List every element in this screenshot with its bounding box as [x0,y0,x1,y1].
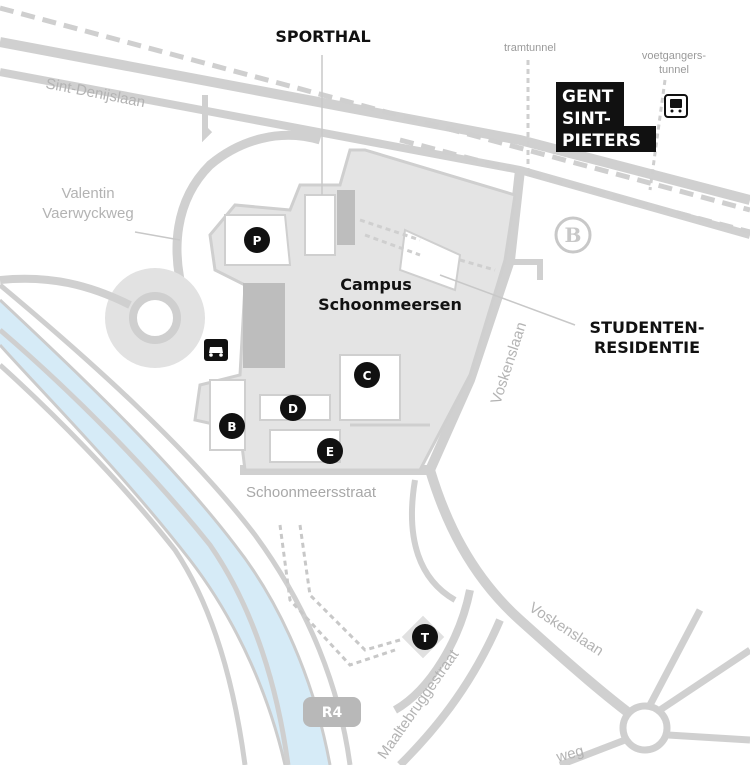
spur-road [202,95,213,143]
weg-fragment-label: weg [554,742,586,765]
train-icon [664,94,688,118]
tramtunnel-label: tramtunnel [504,42,556,54]
railway-north [0,5,750,213]
campus-dotted-1 [359,218,421,242]
footpath-t [278,524,396,667]
campus-label-1: Campus [340,275,412,294]
station-label-bg-2 [556,104,624,130]
campus-dotted-2 [364,233,421,257]
studenten-leader [439,274,576,326]
building-dark-sporthal [337,190,355,245]
roundabout-ring [129,292,181,344]
sint-denijslaan-road [0,37,750,205]
studenten-label-2: RESIDENTIE [594,338,700,357]
marker-e [317,438,343,464]
voetgangers-label-2: tunnel [659,64,689,76]
marker-c-label: C [363,369,372,383]
building-white-2 [304,194,336,256]
valentin-label-1: Valentin [61,185,114,202]
campus-label-2: Schoonmeersen [318,295,462,314]
r4-road [0,283,353,765]
river-bank-south [0,344,287,765]
rail-logo-icon [554,216,592,254]
marker-d [280,395,306,421]
pedestrian-tunnel-line [648,79,667,191]
marker-e-label: E [326,445,334,459]
station-name-line3: PIETERS [562,131,641,151]
maaltebruggestraat-road-2 [397,618,504,765]
valentin-leader [134,231,181,241]
river [0,300,330,765]
station-label-bg-3 [556,126,656,152]
marker-c [354,362,380,388]
station-label-bg-1 [556,82,624,108]
station-name-line1: GENT [562,87,614,107]
sint-denijslaan-label: Sint-Denijslaan [44,75,146,111]
r4-road-inner [0,328,291,765]
marker-p [244,227,270,253]
marker-t [412,624,438,650]
schoonmeersstraat-label: Schoonmeersstraat [246,484,377,501]
r4-shield [303,697,361,727]
footpath-t-2 [298,524,401,652]
valentin-label-2: Vaerwyckweg [42,205,133,222]
se-road-e [667,731,750,744]
road-to-south [409,479,457,603]
building-dark-central [243,283,285,368]
marker-p-label: P [253,234,262,248]
marker-b-label: B [227,420,236,434]
car-icon [204,339,228,361]
marker-d-label: D [288,402,298,416]
se-road-sw [558,736,627,765]
east-spur [510,259,543,280]
se-roundabout [619,702,671,754]
maaltebruggestraat-road [392,589,474,714]
sporthal-label: SPORTHAL [275,27,370,46]
railway-south [399,137,750,235]
station-name-line2: SINT- [562,109,611,129]
voskenslaan-north-label: Voskenslaan [488,320,530,406]
se-road-n [646,608,704,707]
r4-label: R4 [322,705,343,721]
voetgangers-label-1: voetgangers- [642,50,707,62]
marker-t-label: T [421,631,430,645]
campus-dotted-3 [459,258,496,272]
rail-logo-letter: B [565,223,582,247]
river-bank-north [0,298,332,765]
se-road-ne [658,647,750,713]
valentin-road [172,130,322,302]
r4-road-outer [0,363,248,765]
marker-b [219,413,245,439]
roundabout-west-road [0,274,132,309]
voskenslaan-south-road [425,468,648,730]
studenten-label-1: STUDENTEN- [590,318,705,337]
building-white-3 [398,228,462,292]
voskenslaan-road [425,169,525,473]
